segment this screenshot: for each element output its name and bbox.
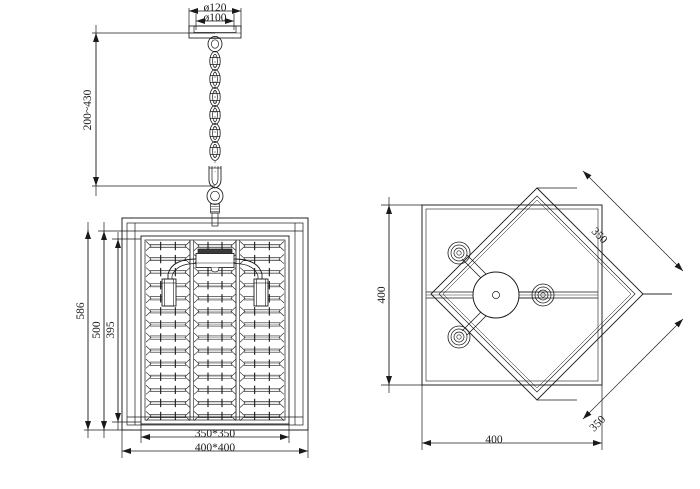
dim-plan-height-group: 400 [376, 197, 422, 393]
lamp-socket-right [253, 278, 269, 307]
center-hub [472, 271, 520, 319]
plan-socket-right [531, 283, 555, 307]
chain-hook [206, 166, 224, 227]
plan-socket-lower-left [447, 325, 471, 349]
dim-outer-width-group: 400*400 [121, 430, 309, 458]
top-plan-view [421, 187, 644, 401]
dim-canopy-outer: ø120 [204, 2, 227, 14]
lamp-socket-left [161, 278, 177, 307]
dim-suspension-range-group: 200~430 [82, 25, 215, 196]
dim-overall-height-group: 586 [75, 222, 122, 438]
dim-inner-width: 350*350 [195, 428, 236, 440]
crystal-louver-rows [145, 241, 285, 421]
suspension-chain [209, 51, 221, 172]
dim-frame-height: 500 [91, 321, 103, 339]
dim-body-height-group: 395 [105, 232, 141, 430]
lantern-body [140, 235, 290, 425]
dim-suspension-range: 200~430 [82, 89, 94, 130]
outer-frame [121, 217, 309, 431]
dim-plan-height: 400 [376, 286, 388, 304]
dim-canopy-inner: ø100 [204, 12, 227, 24]
plan-socket-upper-left [447, 241, 471, 265]
dim-frame-height-group: 500 [91, 222, 127, 438]
dim-overall-height: 586 [75, 302, 87, 320]
canopy-dimensions: ø120 ø100 [188, 2, 242, 30]
dim-outer-width: 400*400 [195, 442, 236, 454]
dim-body-height: 395 [105, 321, 117, 339]
dim-inner-width-group: 350*350 [140, 424, 290, 443]
dim-plan-width: 400 [485, 434, 503, 446]
front-view-dimensions: 200~430 586 500 395 3 [75, 25, 309, 458]
center-mount-plate [195, 248, 235, 273]
lamp-arms [167, 258, 263, 281]
